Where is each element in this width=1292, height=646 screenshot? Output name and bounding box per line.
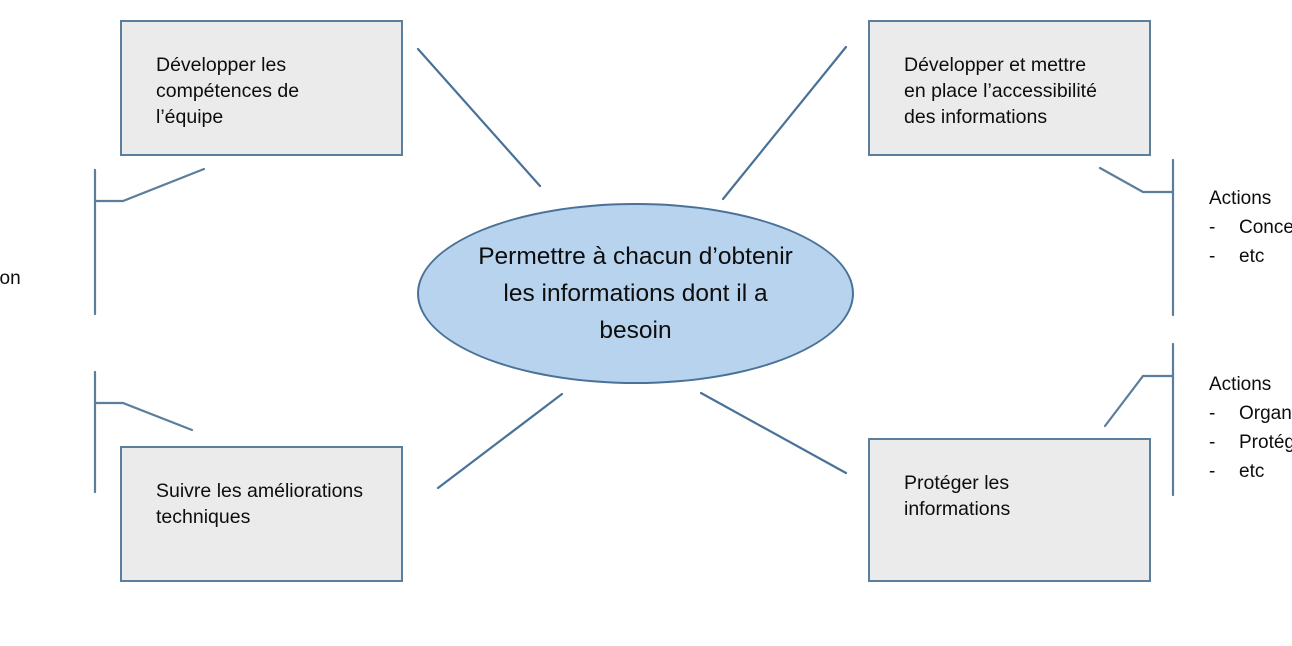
bracket-right-upper <box>1098 158 1175 317</box>
node-box-label: Protéger les informations <box>904 472 1011 520</box>
list-dash: - <box>1209 461 1216 482</box>
node-box-suivre-ameliorations[interactable]: Suivre les améliorations techniques <box>120 446 403 582</box>
annotation-list-item: - Protég <box>1209 428 1292 457</box>
list-dash: - <box>1209 246 1216 267</box>
list-dash: - <box>1209 403 1216 424</box>
node-box-developper-accessibilite[interactable]: Développer et mettre en place l’accessib… <box>868 20 1151 156</box>
spoke-center-to-ameliorations <box>436 392 564 490</box>
annotation-actions-protection: Actions - Organi - Protég - etc <box>1209 370 1292 486</box>
node-box-label: Suivre les améliorations techniques <box>156 480 364 528</box>
list-item-text: Organi <box>1239 403 1292 424</box>
annotation-left-clipped: tion <box>0 268 21 289</box>
bracket-left-upper <box>93 167 206 316</box>
node-box-label: Développer et mettre en place l’accessib… <box>904 54 1097 128</box>
list-item-text: etc <box>1239 461 1265 482</box>
annotation-list-item: - etc <box>1209 457 1292 486</box>
spoke-center-to-protection <box>699 391 848 475</box>
list-dash: - <box>1209 217 1216 238</box>
list-item-text: Conce <box>1239 217 1292 238</box>
annotation-list-item: - Conce <box>1209 213 1292 242</box>
annotation-title: Actions <box>1209 188 1272 209</box>
list-item-text: etc <box>1239 246 1265 267</box>
node-box-proteger-informations[interactable]: Protéger les informations <box>868 438 1151 582</box>
annotation-actions-accessibilite: Actions - Conce - etc <box>1209 184 1292 271</box>
annotation-title: Actions <box>1209 374 1272 395</box>
list-dash: - <box>1209 432 1216 453</box>
node-box-label: Développer les compétences de l’équipe <box>156 54 300 128</box>
list-item-text: Protég <box>1239 432 1292 453</box>
annotation-list-item: - Organi <box>1209 399 1292 428</box>
spoke-center-to-competences <box>416 47 542 188</box>
central-goal-ellipse[interactable]: Permettre à chacun d’obtenir les informa… <box>417 203 854 384</box>
central-goal-label: Permettre à chacun d’obtenir les informa… <box>478 243 793 344</box>
node-box-developper-competences[interactable]: Développer les compétences de l’équipe <box>120 20 403 156</box>
annotation-list-item: - etc <box>1209 242 1292 271</box>
spoke-center-to-accessibilite <box>721 45 848 201</box>
